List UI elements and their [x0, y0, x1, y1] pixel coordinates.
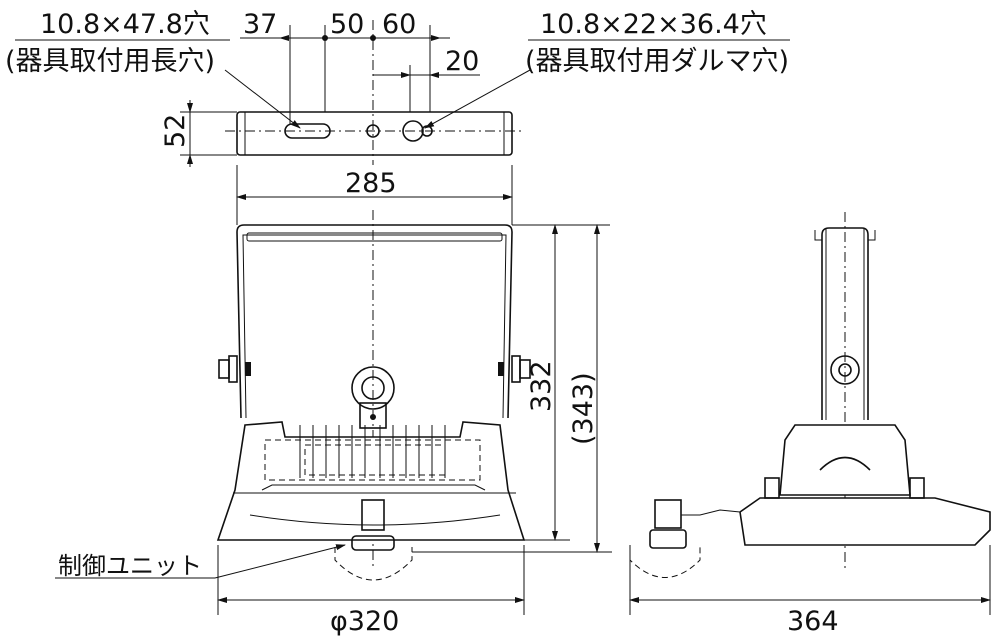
dimension-height — [412, 224, 612, 553]
control-unit-label: 制御ユニット — [58, 552, 202, 580]
luminaire-front-view — [216, 210, 531, 581]
keyhole-label: 10.8×22×36.4穴 — [540, 9, 767, 40]
slot-hole-label: 10.8×47.8穴 — [40, 9, 210, 40]
dimension-364 — [629, 545, 991, 615]
dim-52: 52 — [160, 114, 191, 148]
dim-364: 364 — [787, 606, 839, 637]
dim-332: 332 — [526, 360, 557, 412]
dimension-285 — [236, 165, 513, 225]
dim-320: φ320 — [330, 606, 399, 637]
dim-50: 50 — [330, 9, 364, 40]
keyhole-note: (器具取付用ダルマ穴) — [525, 46, 789, 77]
slot-hole — [284, 123, 331, 139]
slot-hole-note: (器具取付用長穴) — [5, 46, 215, 77]
luminaire-side-view — [629, 212, 991, 578]
dim-20: 20 — [445, 46, 479, 77]
dim-60: 60 — [382, 9, 416, 40]
dim-285: 285 — [345, 168, 397, 199]
dim-343: (343) — [568, 372, 599, 445]
center-hole — [366, 124, 380, 138]
mounting-plate-top-view — [15, 20, 790, 167]
dim-37: 37 — [243, 9, 277, 40]
dimension-320 — [217, 545, 525, 615]
